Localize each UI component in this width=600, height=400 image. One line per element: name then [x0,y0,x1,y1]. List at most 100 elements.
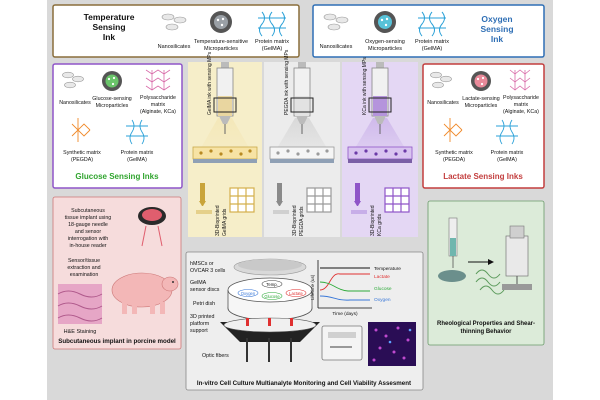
bioprinter-nozzle-icon [273,183,289,214]
gelma-construct [192,146,258,163]
gelma-syringe-label: GelMA ink with sensing MPs [207,51,213,115]
oxygen-matrix-label-2: (GelMA) [422,46,443,52]
gelma-network-icon [496,119,518,145]
pegda-network-icon [71,118,91,142]
temperature-title-1: Temperature [84,12,135,22]
legend-temperature: Temperature [374,266,401,272]
sensor-disc: Glucose [261,292,283,300]
disc-label-temp: Temp. [266,282,277,287]
pegda-construct [269,146,335,163]
gelma-network-icon [258,11,286,37]
gelma-printed-grid [229,187,255,213]
glucose-title: Glucose Sensing Inks [75,172,159,181]
lactate-curve [319,273,370,291]
pegda-network-icon [443,118,463,142]
porcine-note2-2: extraction and [67,265,100,271]
invitro-platform-1: 3D printed [190,314,214,320]
syringe-icon [368,62,392,134]
lactate-title: Lactate Sensing Inks [443,172,523,181]
porcine-model-panel: Subcutaneous tissue implant using 18-gau… [52,196,182,350]
porcine-note1-2: tissue implant using [65,215,112,221]
oxygen-particles-label-1: Oxygen-sensing [365,39,405,45]
nanosilicate-icon [62,71,84,89]
optic-fiber-icon [246,338,292,362]
chart-xlabel: Time (days) [332,311,358,317]
glucose-protein-label-2: (GelMA) [127,157,147,163]
nanosilicate-icon [323,13,349,31]
glucose-synthetic-label-1: Synthetic matrix [63,150,101,156]
syringe-icon [213,62,237,134]
oxygen-title-2: Sensing [480,24,513,34]
gelma-network-icon [126,119,148,145]
disc-label-lactate: Lactate [289,291,303,296]
pegda-printing-column: PEGDA ink with sensing MPs 3D-Bioprinted… [264,49,340,237]
kca-printing-column: KCa ink with sensing MPs 3D-Bioprinted K… [342,57,418,237]
lactate-polysaccharide-label-1: Polysaccharide [503,95,539,101]
porcine-note1-6: in-house reader [69,243,106,249]
lactate-microparticle-icon [471,71,491,91]
oxygen-nanosilicates-label: Nanosilicates [320,44,353,50]
lactate-polysaccharide-label-2: matrix [514,102,529,108]
kca-grid-label-2: KCa grids [377,214,383,236]
porcine-note1-4: and sensor [75,229,101,235]
temperature-particles-label-1: Temperature-sensitive [194,39,248,45]
lifetime-chart: Lifetime (us) Time (days) Temperature La… [310,260,401,317]
porcine-title: Subcutaneous implant in porcine model [58,338,176,345]
temperature-matrix-label-1: Protein matrix [255,39,289,45]
legend-oxygen: Oxygen [374,297,391,303]
kca-grid-label-1: 3D-Bioprinted [370,205,376,236]
temperature-title-3: Ink [103,32,116,42]
shear-arrowhead-icon [488,259,494,265]
oxygen-particles-label-2: Microparticles [368,46,402,52]
porcine-note2-3: examination [70,272,99,278]
lactate-protein-label-1: Protein matrix [491,150,524,156]
nanosilicate-icon [430,71,452,89]
sensor-disc: Temp. [261,280,283,288]
invitro-discs-1: GelMA [190,280,207,286]
glucose-ink-panel: Nanosilicates Glucose-sensing Microparti… [52,63,183,189]
polysaccharide-network-icon [145,69,171,91]
temperature-nanosilicates-label: Nanosilicates [158,44,191,50]
lactate-polysaccharide-label-3: (Alginate, KCa) [503,109,539,115]
oxygen-curve [319,295,370,301]
chart-ylabel: Lifetime (us) [310,274,315,300]
syringe-icon [448,217,458,268]
gelma-grid-label-2: GelMA grids [222,208,228,236]
viability-image [368,322,416,366]
sensor-disc: Oxygen [237,289,259,297]
legend-lactate: Lactate [374,274,390,280]
ink-pile [438,270,466,282]
pegda-syringe-label: PEGDA ink with sensing MPs [284,49,290,115]
temperature-title-2: Sensing [92,22,125,32]
rheology-title-1: Rheological Properties and Shear- [437,321,535,327]
rheology-title-2: thinning Behavior [461,329,513,335]
invitro-petri: Petri dish [193,301,215,307]
polysaccharide-network-icon [509,69,531,91]
kca-printed-grid [384,187,410,213]
cell-layer [233,258,307,276]
glucose-curve [319,281,370,292]
rheology-panel: Rheological Properties and Shear- thinni… [427,200,545,346]
pegda-grid-label-2: PEGDA grids [299,206,305,236]
disc-label-oxygen: Oxygen [241,291,256,296]
glucose-particles-label-1: Glucose-sensing [92,96,132,102]
invitro-platform-3: support [190,328,208,334]
invitro-fibers: Optic fibers [202,353,229,359]
invitro-panel: hMSCs or OVCAR 3 cells GelMA sensor disc… [185,251,424,391]
lactate-particles-label-1: Lactate-sensing [462,96,499,102]
pegda-grid-label-1: 3D-Bioprinted [292,205,298,236]
lactate-protein-label-2: (GelMA) [497,157,517,163]
temperature-matrix-label-2: (GelMA) [262,46,283,52]
plate-reader-icon [321,325,363,361]
printed-platform [220,317,320,342]
sensor-disc: Lactate [285,289,307,297]
invitro-platform-2: platform [190,321,210,327]
nanosilicate-icon [161,13,187,31]
glucose-synthetic-label-2: (PEGDA) [71,157,93,163]
temperature-microparticle-icon [210,11,232,33]
bioprinter-nozzle-icon [351,183,367,214]
invitro-cells-1: hMSCs or [190,261,214,267]
disc-label-glucose: Glucose [264,294,280,299]
glucose-polysaccharide-label-1: Polysaccharide [140,95,176,101]
